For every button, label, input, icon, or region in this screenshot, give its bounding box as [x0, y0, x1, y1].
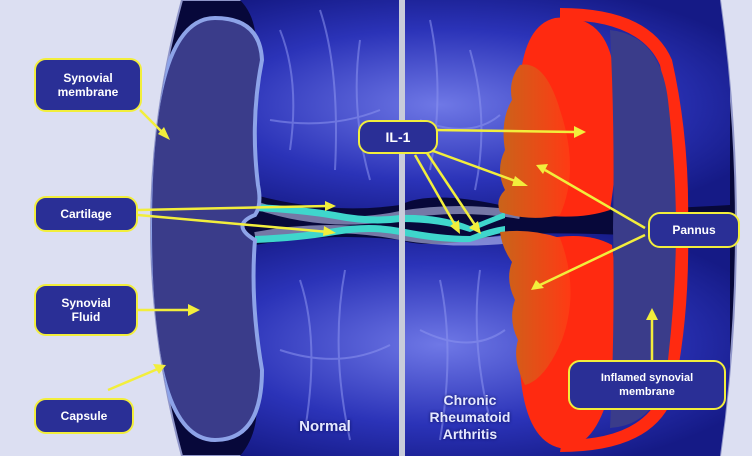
callout-synovial-fluid-text: Synovial Fluid: [61, 296, 110, 324]
callout-synovial-fluid: Synovial Fluid: [34, 284, 138, 336]
callout-pannus-text: Pannus: [672, 223, 715, 237]
synovial-cavity-normal: [150, 18, 262, 440]
region-label-chronic-ra: Chronic Rheumatoid Arthritis: [410, 392, 530, 443]
callout-il1: IL-1: [358, 120, 438, 154]
callout-inflamed-synovial-membrane-text: Inflamed synovial membrane: [601, 371, 693, 399]
callout-synovial-membrane-text: Synovial membrane: [58, 71, 119, 99]
callout-capsule: Capsule: [34, 398, 134, 434]
region-label-normal: Normal: [280, 418, 370, 435]
callout-capsule-text: Capsule: [61, 409, 108, 423]
comparison-divider: [399, 0, 405, 456]
callout-cartilage: Cartilage: [34, 196, 138, 232]
callout-inflamed-synovial-membrane: Inflamed synovial membrane: [568, 360, 726, 410]
callout-synovial-membrane: Synovial membrane: [34, 58, 142, 112]
callout-il1-text: IL-1: [386, 130, 411, 144]
callout-cartilage-text: Cartilage: [60, 207, 111, 221]
callout-pannus: Pannus: [648, 212, 740, 248]
